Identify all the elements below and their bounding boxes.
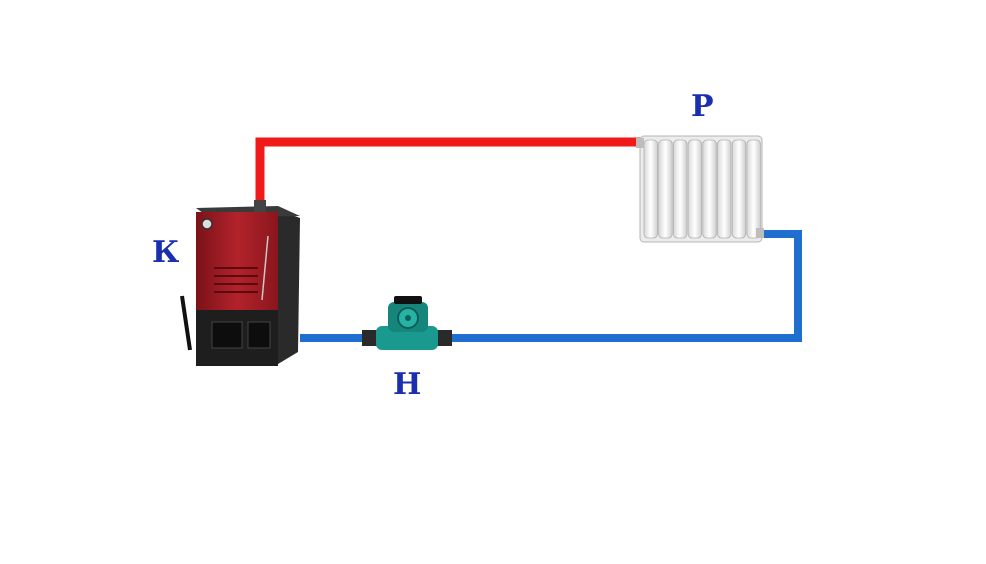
- radiator-section: [702, 139, 717, 239]
- radiator-section: [643, 139, 658, 239]
- radiator-section: [687, 139, 702, 239]
- radiator-section: [658, 139, 673, 239]
- radiator-section: [746, 139, 761, 239]
- radiator-section: [717, 139, 732, 239]
- boiler-label: К: [152, 235, 180, 270]
- supply-pipe: [255, 137, 642, 212]
- pump-icon: [362, 296, 452, 350]
- radiator-section: [731, 139, 747, 239]
- radiator-label: Р: [691, 89, 714, 124]
- radiator-section: [673, 139, 688, 239]
- boiler-icon: [180, 200, 300, 366]
- pump-label: Н: [393, 367, 422, 402]
- radiator-icon: [636, 135, 764, 243]
- return-pipe: [300, 230, 802, 342]
